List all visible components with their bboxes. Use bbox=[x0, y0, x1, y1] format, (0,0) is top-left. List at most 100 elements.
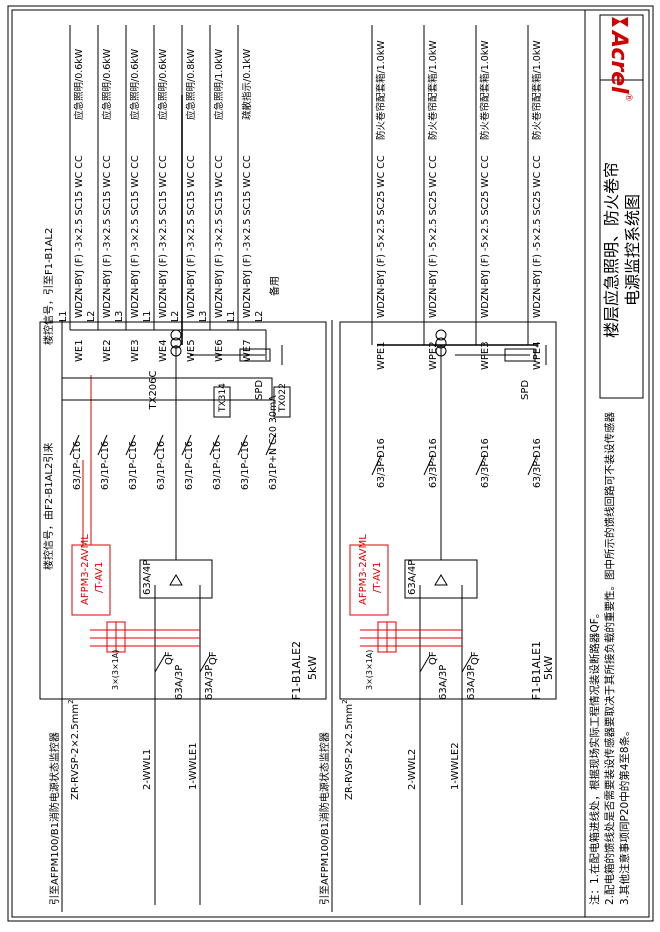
incoming-wire-label-2-wwl1: 2-WWL1 bbox=[142, 749, 153, 790]
incoming-breaker-4: 63A/3P bbox=[466, 665, 477, 700]
panel-box-2 bbox=[339, 321, 557, 700]
circuit-breaker-label-6: 63/1P-C16 bbox=[212, 441, 223, 490]
spd-label-2: SPD bbox=[520, 380, 531, 400]
circuit-breaker-label-7: 63/1P-C16 bbox=[240, 441, 251, 490]
ats-label-2: 63A/4P bbox=[407, 560, 418, 595]
incoming-breaker-2: 63A/3P bbox=[204, 665, 215, 700]
tx206c-module bbox=[61, 377, 273, 401]
monitor-cable-sup-1: 2 bbox=[67, 699, 75, 703]
panel-name-1: F1-B1ALE2 bbox=[290, 641, 303, 700]
circuit2-cable-1: WDZN-BYJ (F) -5×2.5 SC25 WC CC bbox=[376, 155, 387, 318]
afpm-box-2 bbox=[349, 544, 389, 616]
afpm-label-2a: AFPM3-2AVML bbox=[358, 534, 369, 605]
qf-switch-3 bbox=[419, 654, 431, 673]
ct-label-1: 3×(3×1A) bbox=[111, 650, 120, 690]
monitor-label-1: 引至AFPM100/B1消防电源状态监控器 bbox=[48, 732, 61, 905]
incoming-wire-label-2-wwl2: 2-WWL2 bbox=[407, 749, 418, 790]
circuit-load-5: 应急照明/0.8kW bbox=[185, 48, 197, 120]
panel-power-2: 5kW bbox=[542, 656, 555, 680]
circuit-phase-2: L2 bbox=[86, 311, 97, 322]
brand-name: Acrel bbox=[606, 29, 631, 94]
circuit-load-3: 应急照明/0.6kW bbox=[129, 48, 141, 120]
circuit-id-2: WE2 bbox=[102, 339, 113, 362]
title-line-1: 楼层应急照明、防火卷帘 bbox=[602, 162, 621, 338]
circuit-phase-6: L3 bbox=[198, 311, 209, 322]
circuit-load-6: 应急照明/1.0kW bbox=[213, 48, 225, 120]
acrel-logo-mark bbox=[612, 17, 628, 27]
circuit2-load-1: 防火卷帘配套箱/1.0kW bbox=[375, 40, 387, 140]
circuit2-id-3: WPE3 bbox=[480, 341, 491, 370]
control-signal-out: 楼控信号，引至F1-B1AL2 bbox=[42, 228, 55, 345]
circuit2-breaker-label-2: 63/3P-D16 bbox=[428, 438, 439, 488]
circuit-phase-4: L1 bbox=[142, 311, 153, 322]
circuit2-breaker-switch-3 bbox=[475, 454, 486, 476]
spd-label-1: SPD bbox=[254, 380, 265, 400]
circuit-phase-7: L1 bbox=[226, 311, 237, 322]
title-line-2: 电源监控系统图 bbox=[623, 194, 642, 306]
circuit2-cable-3: WDZN-BYJ (F) -5×2.5 SC25 WC CC bbox=[480, 155, 491, 318]
registered-mark: ® bbox=[623, 93, 633, 102]
afpm-label-1a: AFPM3-2AVML bbox=[80, 534, 91, 605]
circuit2-breaker-label-1: 63/3P-D16 bbox=[376, 438, 387, 488]
panel-power-1: 5kW bbox=[306, 656, 319, 680]
circuit2-id-1: WPE1 bbox=[376, 341, 387, 370]
bus-phase-marker-1c bbox=[170, 345, 182, 357]
circuit-breaker-label-3: 63/1P-C16 bbox=[128, 441, 139, 490]
incoming-qf-2: QF bbox=[208, 651, 219, 665]
circuit-breaker-switch-8 bbox=[265, 434, 276, 456]
afpm-label-2b: /T-AV1 bbox=[372, 562, 383, 593]
incoming-breaker-3: 63A/3P bbox=[438, 665, 449, 700]
circuit-cable-1: WDZN-BYJ (F) -3×2.5 SC15 WC CC bbox=[74, 155, 85, 318]
ct-sensor-2: 3×(3×1A) bbox=[360, 621, 462, 690]
circuit-cable-5: WDZN-BYJ (F) -3×2.5 SC15 WC CC bbox=[186, 155, 197, 318]
title-block bbox=[599, 14, 644, 399]
ats-arrow-2 bbox=[434, 574, 448, 586]
tx314-label: TX314 bbox=[218, 383, 228, 413]
monitor-cable-label-1: ZR-RVSP-2×2.5mm2 bbox=[67, 699, 81, 800]
qf-switch-1 bbox=[154, 654, 166, 673]
inner-frame bbox=[11, 9, 650, 918]
circuit2-cable-2: WDZN-BYJ (F) -5×2.5 SC25 WC CC bbox=[428, 155, 439, 318]
panel-name-2: F1-B1ALE1 bbox=[530, 641, 543, 700]
spd-2: SPD bbox=[455, 345, 547, 400]
circuit-id-5: WE5 bbox=[186, 339, 197, 362]
circuit-cable-6: WDZN-BYJ (F) -3×2.5 SC15 WC CC bbox=[214, 155, 225, 318]
monitor-cable-label-2: ZR-RVSP-2×2.5mm2 bbox=[341, 699, 355, 800]
control-signal-in: 楼控信号，由F2-B1AL2引来 bbox=[42, 443, 55, 570]
circuit-breaker-switch-5 bbox=[181, 434, 192, 456]
note-line-1: 注：1.在配电箱进线处，根据现场实际工程情况装设断路器QF。 bbox=[588, 608, 601, 905]
bus-phase-marker-2a bbox=[435, 329, 447, 341]
panel-2-circuits: 63/3P-D16 WPE1 WDZN-BYJ (F) -5×2.5 SC25 WC… bbox=[371, 25, 543, 488]
ct-label-2: 3×(3×1A) bbox=[365, 650, 374, 690]
circuit2-id-4: WPE4 bbox=[532, 341, 543, 370]
spd-box-1 bbox=[239, 348, 271, 362]
circuit-breaker-label-1: 63/1P-C16 bbox=[72, 441, 83, 490]
panel-f1-b1ale2: 引至AFPM100/B1消防电源状态监控器 ZR-RVSP-2×2.5mm2 2… bbox=[39, 25, 327, 912]
circuit-cable-3: WDZN-BYJ (F) -3×2.5 SC15 WC CC bbox=[130, 155, 141, 318]
circuit-cable-2: WDZN-BYJ (F) -3×2.5 SC15 WC CC bbox=[102, 155, 113, 318]
circuit-breaker-switch-4 bbox=[153, 434, 164, 456]
monitor-label-2: 引至AFPM100/B1消防电源状态监控器 bbox=[318, 732, 331, 905]
circuit-load-4: 应急照明/0.6kW bbox=[157, 48, 169, 120]
circuit-phase-1: L1 bbox=[58, 311, 69, 322]
circuit-id-3: WE3 bbox=[130, 339, 141, 362]
incoming-qf-3: QF bbox=[428, 651, 439, 665]
incoming-qf-1: QF bbox=[164, 651, 175, 665]
circuit-id-4: WE4 bbox=[158, 339, 169, 362]
tx022-box bbox=[273, 386, 291, 418]
circuit2-breaker-switch-4 bbox=[527, 454, 538, 476]
circuit-breaker-label-2: 63/1P-C16 bbox=[100, 441, 111, 490]
bus-phase-marker-2b bbox=[435, 337, 447, 349]
tx314-box bbox=[213, 386, 231, 418]
spd-1: SPD bbox=[190, 345, 283, 400]
circuit-breaker-label-5: 63/1P-C16 bbox=[184, 441, 195, 490]
afpm-module-1: AFPM3-2AVML /T-AV1 bbox=[71, 375, 111, 616]
incoming-wire-label-1-wwle1: 1-WWLE1 bbox=[188, 742, 199, 790]
circuit-load-7: 疏散指示/0.1kW bbox=[241, 48, 253, 120]
circuit-breaker-switch-2 bbox=[97, 434, 108, 456]
ats-arrow-1 bbox=[169, 574, 183, 586]
monitor-cable-text-1: ZR-RVSP-2×2.5mm bbox=[70, 704, 81, 800]
note-line-3: 3.其他注意事项同P20中的第4至8条。 bbox=[618, 725, 631, 905]
